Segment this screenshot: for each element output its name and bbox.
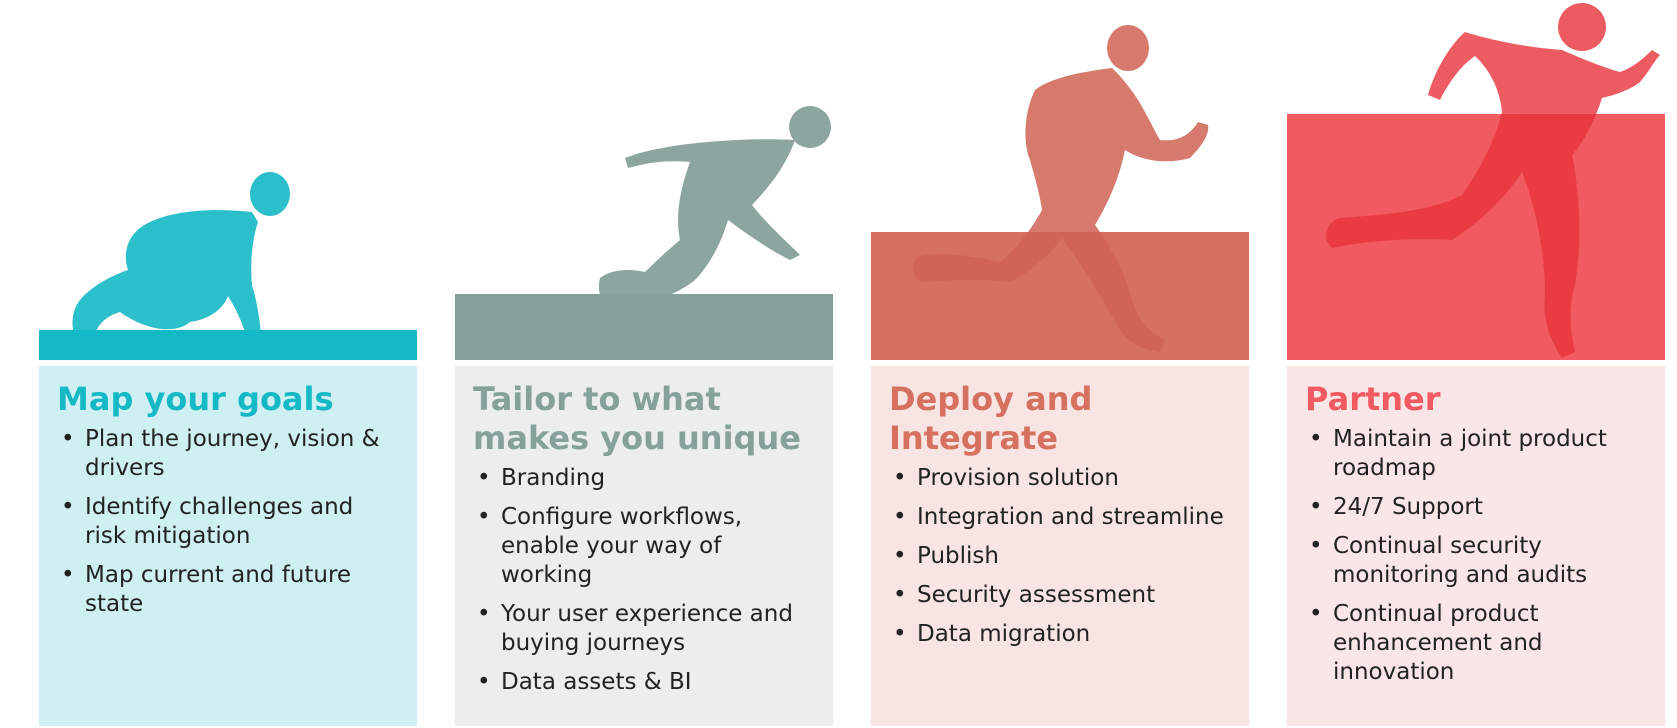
step-title: Map your goals xyxy=(57,380,334,418)
step-card-map-your-goals: Map your goals Plan the journey, vision … xyxy=(39,366,417,726)
bullet-item: Plan the journey, vision & drivers xyxy=(57,425,399,483)
step-title: Tailor to what makes you unique xyxy=(473,380,801,457)
bullet-item: Integration and streamline xyxy=(889,503,1231,532)
step-1-block xyxy=(39,330,417,360)
bullet-item: Configure workflows, enable your way of … xyxy=(473,503,815,590)
bullet-item: Your user experience and buying journeys xyxy=(473,600,815,658)
bullet-item: Identify challenges and risk mitigation xyxy=(57,493,399,551)
step-bullet-list: Maintain a joint product roadmap 24/7 Su… xyxy=(1305,425,1647,687)
bullet-item: Provision solution xyxy=(889,464,1231,493)
bullet-item: Data migration xyxy=(889,620,1231,649)
step-bullet-list: Branding Configure workflows, enable you… xyxy=(473,464,815,697)
bullet-item: Continual product enhancement and innova… xyxy=(1305,600,1647,687)
bullet-item: Continual security monitoring and audits xyxy=(1305,532,1647,590)
rising-runner-figure-icon xyxy=(598,106,831,358)
step-card-partner: Partner Maintain a joint product roadmap… xyxy=(1287,366,1665,726)
sprinting-figure-icon xyxy=(1326,3,1660,358)
bullet-item: Publish xyxy=(889,542,1231,571)
step-3-block xyxy=(871,232,1249,360)
step-card-deploy-and-integrate: Deploy and Integrate Provision solution … xyxy=(871,366,1249,726)
bullet-item: Map current and future state xyxy=(57,561,399,619)
bullet-item: Maintain a joint product roadmap xyxy=(1305,425,1647,483)
step-card-tailor: Tailor to what makes you unique Branding… xyxy=(455,366,833,726)
bullet-item: Security assessment xyxy=(889,581,1231,610)
running-figure-icon xyxy=(912,25,1209,352)
step-title: Deploy and Integrate xyxy=(889,380,1093,457)
crouching-runner-figure-icon xyxy=(72,172,290,354)
bullet-item: Branding xyxy=(473,464,815,493)
bullet-item: 24/7 Support xyxy=(1305,493,1647,522)
step-bullet-list: Plan the journey, vision & drivers Ident… xyxy=(57,425,399,619)
bullet-item: Data assets & BI xyxy=(473,668,815,697)
step-title: Partner xyxy=(1305,380,1441,418)
step-bullet-list: Provision solution Integration and strea… xyxy=(889,464,1231,649)
